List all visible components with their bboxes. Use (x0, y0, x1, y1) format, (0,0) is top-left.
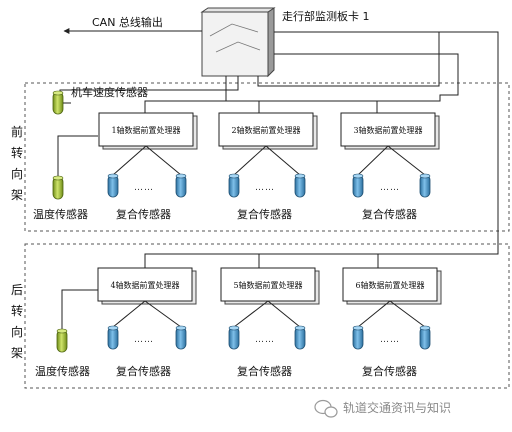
sensor-4a (107, 325, 119, 350)
svg-text:架: 架 (11, 346, 23, 360)
composite-label-6: 复合传感器 (362, 364, 417, 378)
wechat-icon (314, 399, 338, 418)
front-temp-sensor (52, 175, 64, 200)
svg-text:向: 向 (11, 324, 23, 339)
dots-2: …… (255, 183, 275, 193)
front-bogie-side-label: 前 转 向 架 (11, 124, 23, 202)
speed-sensor-label: 机车速度传感器 (71, 85, 148, 99)
dots-6: …… (380, 335, 400, 345)
dots-4: …… (134, 335, 154, 345)
sensor-6b (419, 325, 431, 350)
front-sensor-links (112, 145, 426, 176)
composite-label-2: 复合传感器 (237, 207, 292, 221)
sensor-1a (107, 173, 119, 198)
watermark: 轨道交通资讯与知识 (314, 399, 451, 418)
sensor-3a (352, 173, 364, 198)
rear-bogie-side-label: 后 转 向 架 (11, 283, 23, 360)
rear-temp-sensor-label: 温度传感器 (35, 364, 90, 378)
svg-text:4轴数据前置处理器: 4轴数据前置处理器 (110, 280, 179, 290)
monitor-card (200, 7, 276, 78)
processor-3: 3轴数据前置处理器 (340, 112, 440, 150)
svg-text:后: 后 (11, 283, 23, 297)
rear-sensor-links (112, 300, 426, 328)
speed-sensor (52, 90, 64, 115)
svg-text:6轴数据前置处理器: 6轴数据前置处理器 (355, 280, 424, 290)
composite-label-4: 复合传感器 (116, 364, 171, 378)
processor-1: 1轴数据前置处理器 (98, 112, 198, 150)
sensor-5b (294, 325, 306, 350)
can-output-label: CAN 总线输出 (92, 15, 163, 29)
rear-composite-sensors (107, 325, 431, 350)
sensor-1b (175, 173, 187, 198)
composite-label-3: 复合传感器 (362, 207, 417, 221)
svg-text:转: 转 (11, 145, 23, 160)
dots-1: …… (134, 183, 154, 193)
composite-label-5: 复合传感器 (237, 364, 292, 378)
front-temp-sensor-label: 温度传感器 (33, 207, 88, 221)
dots-3: …… (380, 183, 400, 193)
processor-6: 6轴数据前置处理器 (342, 267, 442, 305)
svg-text:架: 架 (11, 188, 23, 202)
composite-label-1: 复合传感器 (116, 207, 171, 221)
sensor-3b (419, 173, 431, 198)
svg-text:1轴数据前置处理器: 1轴数据前置处理器 (111, 125, 180, 135)
processor-4: 4轴数据前置处理器 (97, 267, 197, 305)
svg-text:轨道交通资讯与知识: 轨道交通资讯与知识 (343, 400, 451, 415)
svg-text:向: 向 (11, 166, 23, 181)
svg-text:前: 前 (11, 124, 23, 139)
rear-bogie-region (24, 243, 510, 389)
rear-temp-sensor (56, 328, 68, 353)
svg-text:3轴数据前置处理器: 3轴数据前置处理器 (353, 125, 422, 135)
sensor-2b (294, 173, 306, 198)
monitor-card-label: 走行部监测板卡 1 (282, 9, 370, 23)
svg-text:2轴数据前置处理器: 2轴数据前置处理器 (231, 125, 300, 135)
sensor-6a (352, 325, 364, 350)
dots-5: …… (255, 335, 275, 345)
sensor-4b (175, 325, 187, 350)
processor-5: 5轴数据前置处理器 (220, 267, 320, 305)
card-connections (59, 31, 499, 268)
processor-2: 2轴数据前置处理器 (218, 112, 318, 150)
svg-text:转: 转 (11, 303, 23, 318)
svg-text:5轴数据前置处理器: 5轴数据前置处理器 (233, 280, 302, 290)
front-composite-sensors (107, 173, 431, 198)
front-bogie-region (24, 82, 510, 232)
sensor-2a (228, 173, 240, 198)
sensor-5a (228, 325, 240, 350)
